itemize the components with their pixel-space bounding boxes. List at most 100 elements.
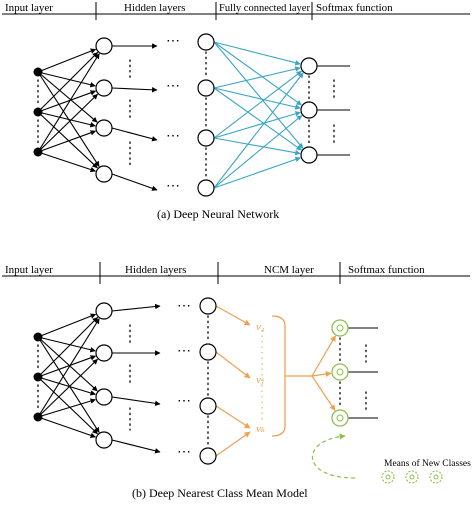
- hidden-arrow: [111, 439, 161, 454]
- hidden-node: [197, 79, 215, 97]
- hidden-arrows-b: [111, 303, 161, 454]
- connection-line: [37, 316, 99, 378]
- connection-line: [37, 51, 99, 113]
- fully-connected-connections: [213, 41, 304, 189]
- caption-b: (b) Deep Nearest Class Mean Model: [132, 486, 308, 500]
- header-softmax-b: Softmax function: [348, 264, 425, 276]
- v1-label: v₁: [256, 321, 265, 333]
- new-classes-dashed-arrow: [311, 433, 356, 479]
- ellipsis-hidden-low-b: ⋯: [177, 394, 191, 409]
- header-input-layer-b: Input layer: [5, 264, 53, 276]
- hidden-node: [199, 297, 217, 315]
- input-to-hidden-connections-b: [37, 313, 100, 439]
- connection-line: [37, 376, 96, 396]
- ncm-bracket: [271, 315, 286, 437]
- connection-line: [37, 111, 96, 128]
- input-node: [33, 107, 43, 117]
- hidden-node: [197, 129, 215, 147]
- ncm-arrow: [215, 405, 251, 429]
- hidden-arrow: [111, 127, 158, 142]
- softmax-output-lines-b: [348, 327, 378, 419]
- vk-label: vₖ: [256, 423, 265, 435]
- connection-line: [37, 416, 97, 439]
- softmax-output-lines: [317, 65, 350, 156]
- fc-connection: [213, 41, 301, 66]
- new-class-mean-center: [409, 474, 415, 480]
- hidden-node: [95, 344, 113, 362]
- header-input-layer: Input layer: [5, 2, 53, 14]
- ellipsis-hidden-top-b: ⋯: [177, 299, 191, 314]
- ncm-connections: [215, 305, 336, 457]
- new-classes-label: Means of New Classes: [384, 458, 471, 469]
- class-mean-node: [331, 409, 349, 427]
- fc-connection: [213, 87, 302, 151]
- new-class-mean-node: [381, 470, 395, 484]
- hidden-node: [199, 447, 217, 465]
- connection-line: [37, 71, 96, 88]
- connection-line: [37, 111, 98, 169]
- diagram-a: Input layer Hidden layers Fully connecte…: [2, 2, 470, 221]
- hidden-node: [95, 302, 113, 320]
- input-to-hidden-connections: [37, 48, 100, 173]
- fc-node: [300, 57, 318, 75]
- hidden-node: [199, 397, 217, 415]
- ncm-to-class-arrow: [311, 371, 332, 378]
- connection-line: [37, 358, 98, 418]
- connection-line: [37, 48, 97, 73]
- connection-line: [37, 336, 96, 353]
- connection-line: [37, 355, 97, 378]
- ellipsis-hidden-mid-b: ⋯: [177, 344, 191, 359]
- header-dividers-a: [2, 2, 470, 20]
- connection-line: [37, 313, 97, 338]
- input-node: [33, 67, 43, 77]
- fc-connection: [213, 72, 304, 189]
- ellipsis-hidden-mid: ⋯: [166, 79, 180, 94]
- ncm-to-class-arrow: [311, 375, 336, 412]
- ncm-arrow: [215, 351, 251, 379]
- connection-line: [37, 90, 97, 113]
- fc-connection: [213, 41, 304, 149]
- fc-node: [300, 146, 318, 164]
- input-node: [33, 412, 43, 422]
- fc-connection: [213, 137, 301, 156]
- ncm-arrow: [215, 431, 251, 457]
- connection-line: [37, 376, 98, 435]
- hidden-node: [95, 388, 113, 406]
- hidden-arrows: [111, 43, 158, 191]
- header-hidden-layers: Hidden layers: [124, 2, 185, 14]
- hidden-node: [95, 119, 113, 137]
- caption-a: (a) Deep Neural Network: [157, 207, 279, 221]
- hidden-arrow: [111, 173, 158, 191]
- class-mean-center: [336, 414, 344, 422]
- ncm-arrow: [215, 305, 251, 326]
- header-softmax: Softmax function: [316, 2, 393, 14]
- hidden-node: [197, 179, 215, 197]
- class-mean-center: [336, 324, 344, 332]
- ellipsis-hidden-top: ⋯: [166, 34, 180, 49]
- hidden-node: [95, 165, 113, 183]
- connection-line: [37, 318, 100, 418]
- header-ncm-layer: NCM layer: [264, 264, 314, 276]
- fc-connection: [213, 156, 301, 189]
- hidden-node: [95, 37, 113, 55]
- nodes-b: [33, 297, 443, 484]
- hidden-node: [197, 33, 215, 51]
- hidden-node: [95, 79, 113, 97]
- input-node: [33, 332, 43, 342]
- fc-connection: [213, 111, 301, 139]
- hidden-node: [199, 343, 217, 361]
- diagram-b: Input layer Hidden layers NCM layer Soft…: [2, 262, 471, 500]
- ellipsis-hidden-bottom-b: ⋯: [177, 445, 191, 460]
- nodes-a: [33, 33, 335, 197]
- ellipsis-hidden-bottom: ⋯: [166, 179, 180, 194]
- fc-node: [300, 101, 318, 119]
- hidden-arrow: [111, 87, 158, 93]
- class-mean-node: [331, 363, 349, 381]
- class-mean-center: [336, 368, 344, 376]
- fc-connection: [213, 66, 301, 89]
- class-mean-node: [331, 319, 349, 337]
- connection-line: [37, 71, 98, 123]
- new-class-mean-center: [433, 474, 439, 480]
- connection-line: [37, 336, 100, 433]
